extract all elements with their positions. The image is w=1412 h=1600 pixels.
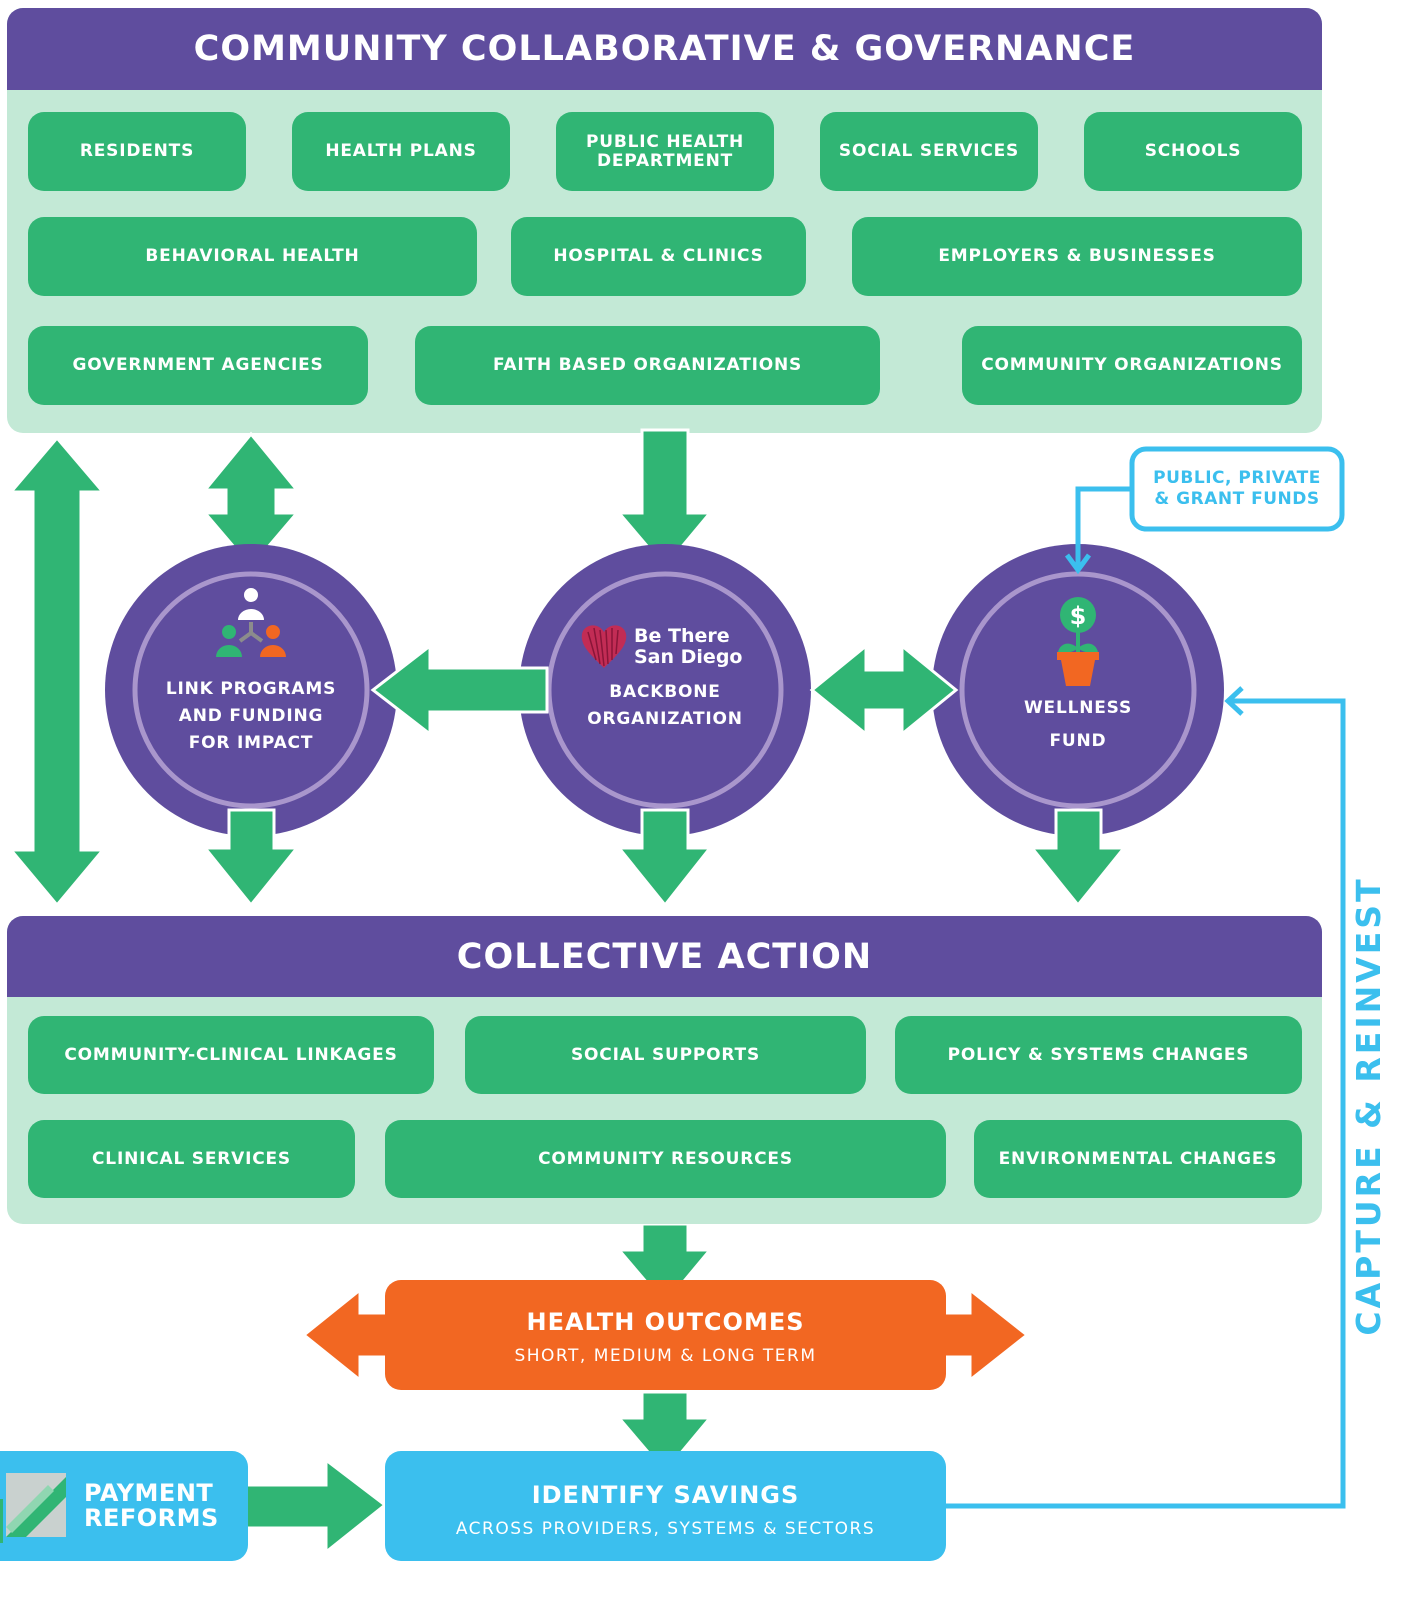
stakeholder-employers[interactable]: EMPLOYERS & BUSINESSES [852,217,1302,296]
backbone-circle [519,544,811,836]
governance-backbone-arrow [615,428,714,570]
link-down-arrow [201,808,301,908]
stakeholder-behavioral-health[interactable]: BEHAVIORAL HEALTH [28,217,477,296]
stakeholder-social-services[interactable]: SOCIAL SERVICES [820,112,1038,191]
backbone-link-arrow [370,642,549,738]
long-double-arrow [7,435,107,908]
funds-connector [1064,486,1132,575]
wellness-circle [932,544,1224,836]
backbone-line-2: ORGANIZATION [587,709,743,729]
link-programs-label: LINK PROGRAMS AND FUNDING FOR IMPACT [141,676,361,757]
action-community-resources[interactable]: COMMUNITY RESOURCES [385,1120,946,1198]
health-outcomes-box[interactable]: HEALTH OUTCOMES SHORT, MEDIUM & LONG TER… [385,1280,946,1390]
payment-line-1: PAYMENT [84,1479,214,1507]
stakeholder-residents[interactable]: RESIDENTS [28,112,246,191]
people-network-icon [216,588,286,657]
wellness-down-arrow [1028,808,1128,908]
stakeholder-public-health[interactable]: PUBLIC HEALTH DEPARTMENT [556,112,774,191]
wellness-line-2: FUND [1049,731,1107,751]
wellness-line-1: WELLNESS [1024,698,1132,718]
link-line-1: LINK PROGRAMS [165,679,337,699]
backbone-label: BACKBONE ORGANIZATION [555,679,775,733]
action-clinical-services[interactable]: CLINICAL SERVICES [28,1120,355,1198]
outcomes-left-arrow [301,1286,390,1384]
link-line-2: AND FUNDING [178,706,324,726]
payment-reform-icon [0,1473,66,1543]
stakeholder-schools[interactable]: SCHOOLS [1084,112,1302,191]
capture-reinvest-label: CAPTURE & REINVEST [1349,876,1388,1336]
action-policy-systems[interactable]: POLICY & SYSTEMS CHANGES [895,1016,1302,1094]
backbone-down-arrow [615,808,714,908]
brand-line-2: San Diego [634,646,743,668]
payment-line-2: REFORMS [84,1504,219,1532]
identify-savings-subtitle: ACROSS PROVIDERS, SYSTEMS & SECTORS [455,1519,876,1539]
funds-line-1: PUBLIC, PRIVATE [1153,468,1321,488]
reinvest-loop [945,686,1346,1509]
payment-reforms-box[interactable]: PAYMENT REFORMS [0,1451,248,1561]
stakeholder-faith-based[interactable]: FAITH BASED ORGANIZATIONS [415,326,880,405]
svg-text:$: $ [1070,602,1087,630]
stakeholder-community-orgs[interactable]: COMMUNITY ORGANIZATIONS [962,326,1302,405]
stakeholder-government[interactable]: GOVERNMENT AGENCIES [28,326,368,405]
identify-savings-title: IDENTIFY SAVINGS [531,1481,800,1509]
action-community-clinical[interactable]: COMMUNITY-CLINICAL LINKAGES [28,1016,434,1094]
be-there-brand: Be There San Diego [634,626,764,668]
identify-savings-box[interactable]: IDENTIFY SAVINGS ACROSS PROVIDERS, SYSTE… [385,1451,946,1561]
payment-savings-arrow [244,1456,388,1556]
action-social-supports[interactable]: SOCIAL SUPPORTS [465,1016,866,1094]
brand-line-1: Be There [634,625,730,647]
funds-line-2: & GRANT FUNDS [1154,489,1320,509]
money-plant-icon: $ [1057,597,1099,686]
funds-box [1129,446,1345,532]
wellness-label: WELLNESS FUND [968,692,1188,758]
funds-label: PUBLIC, PRIVATE & GRANT FUNDS [1137,468,1337,510]
stakeholder-health-plans[interactable]: HEALTH PLANS [292,112,510,191]
health-outcomes-title: HEALTH OUTCOMES [526,1308,805,1336]
outcomes-right-arrow [941,1286,1030,1384]
backbone-line-1: BACKBONE [609,682,721,702]
health-outcomes-subtitle: SHORT, MEDIUM & LONG TERM [514,1346,817,1366]
heart-logo-icon [581,625,627,668]
stakeholder-hospital-clinics[interactable]: HOSPITAL & CLINICS [511,217,806,296]
collective-title: COLLECTIVE ACTION [7,916,1322,997]
link-line-3: FOR IMPACT [188,733,314,753]
link-circle [105,544,397,836]
backbone-wellness-arrow [809,642,959,738]
collective-outcomes-arrow [615,1222,714,1307]
governance-title: COMMUNITY COLLABORATIVE & GOVERNANCE [7,8,1322,90]
action-environmental[interactable]: ENVIRONMENTAL CHANGES [974,1120,1302,1198]
outcomes-savings-arrow [615,1390,714,1475]
payment-reforms-label: PAYMENT REFORMS [84,1481,219,1531]
